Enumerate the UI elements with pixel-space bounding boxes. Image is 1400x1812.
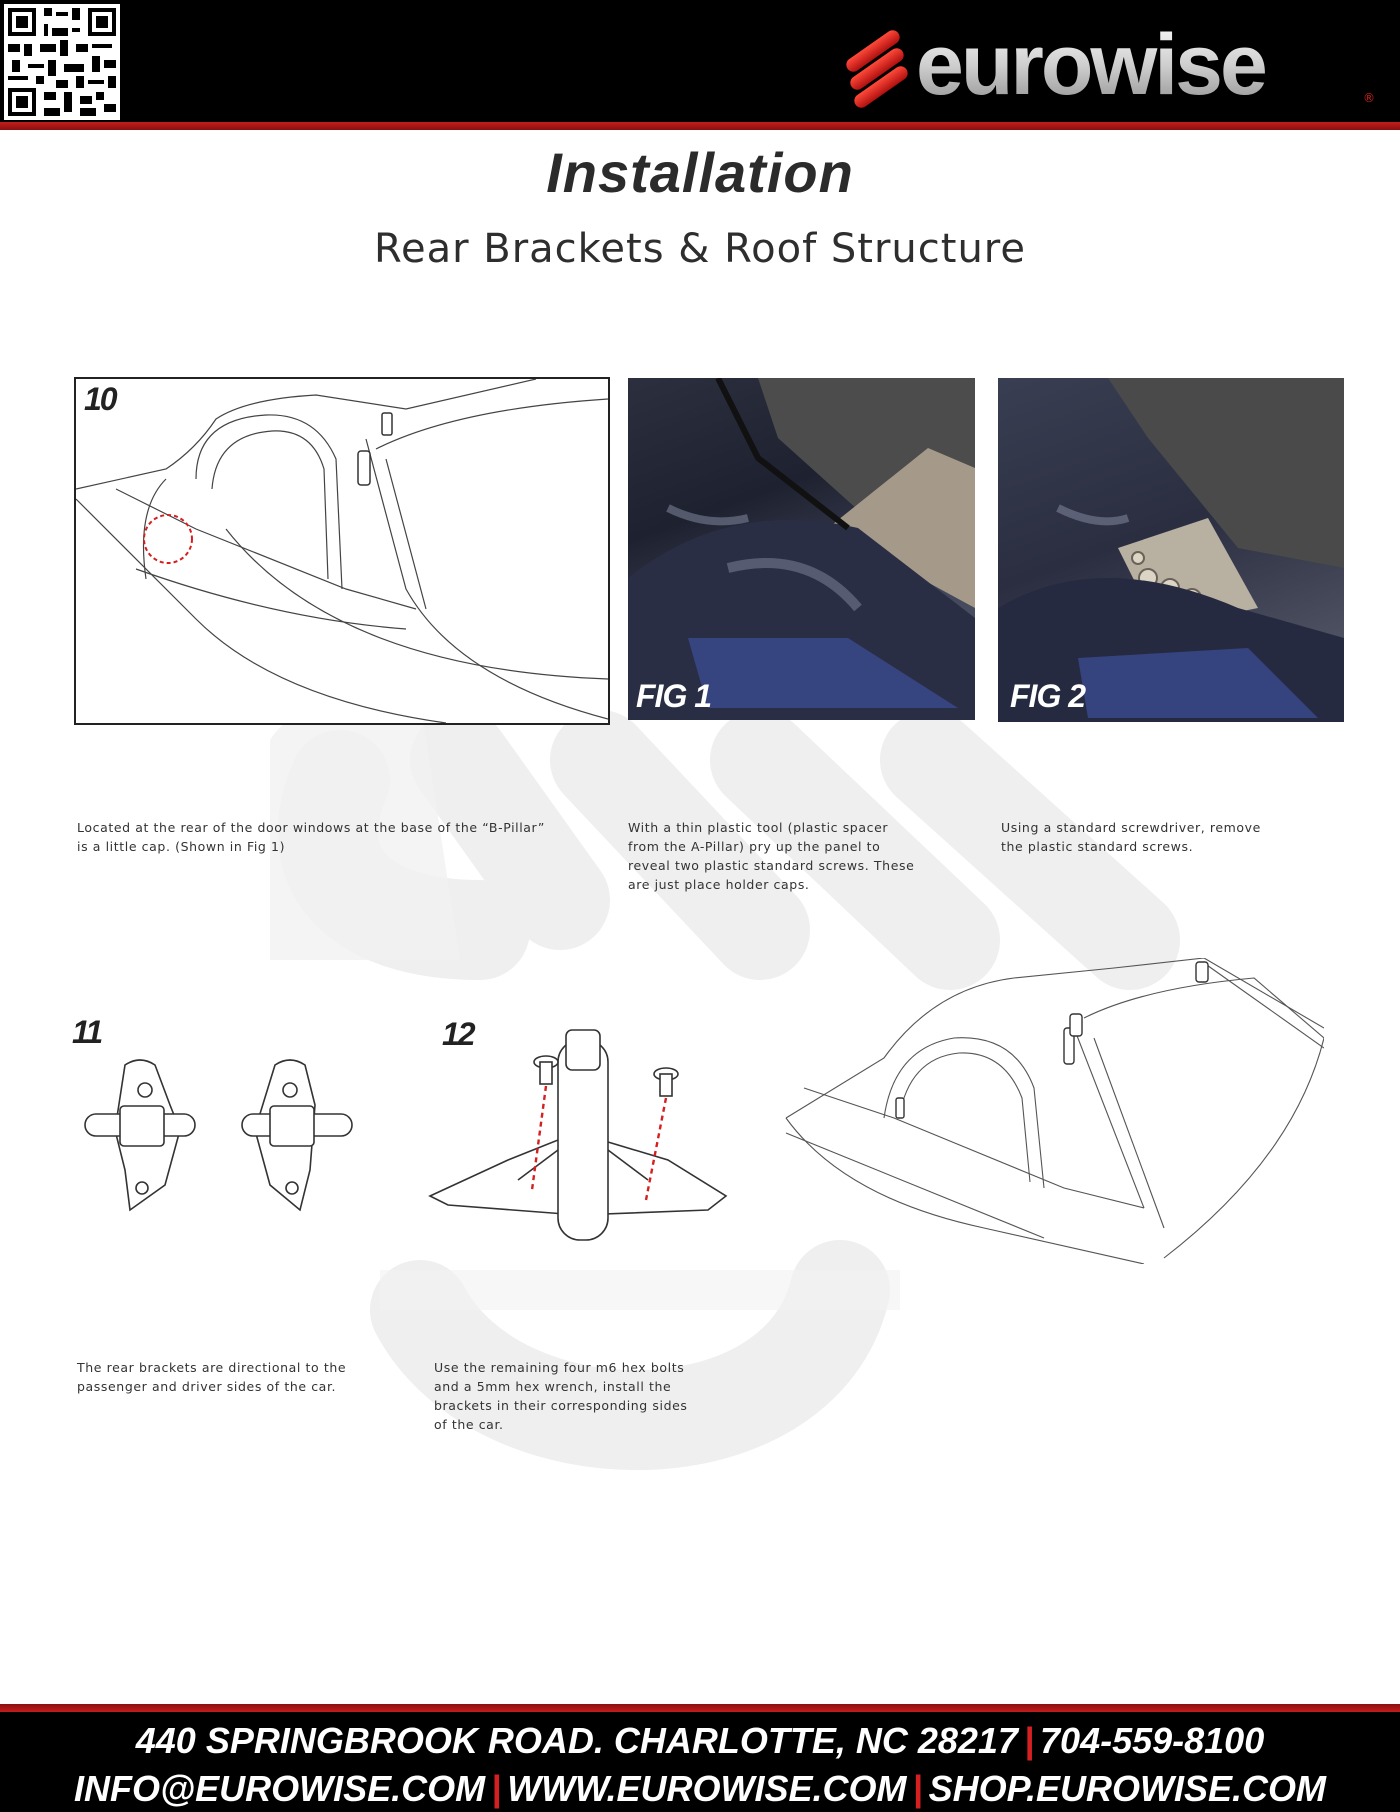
- fig-1-label: FIG 1: [636, 678, 712, 714]
- footer-bar: [0, 1704, 1400, 1812]
- footer-phone[interactable]: 704-559-8100: [1040, 1720, 1265, 1761]
- car-door-screws-photo: [998, 378, 1344, 722]
- fig-2-label: FIG 2: [1010, 678, 1086, 714]
- footer-contact-line-1: 440 SPRINGBROOK ROAD. CHARLOTTE, NC 2821…: [0, 1720, 1400, 1762]
- eurowise-swirl-icon: eurowise ®: [846, 17, 1375, 113]
- footer-address: 440 SPRINGBROOK ROAD. CHARLOTTE, NC 2821…: [135, 1720, 1018, 1761]
- footer-contact-line-2: INFO@EUROWISE.COM|WWW.EUROWISE.COM|SHOP.…: [0, 1768, 1400, 1810]
- fig-1-photo: FIG 1: [628, 378, 975, 720]
- caption-step-11: The rear brackets are directional to the…: [77, 1360, 347, 1394]
- step-12-number: 12: [442, 1016, 476, 1052]
- step-12-illustration: 12: [428, 1010, 728, 1260]
- convertible-roof-assembled-drawing: [785, 958, 1324, 1264]
- eurowise-logo: eurowise ®: [836, 16, 1386, 113]
- header-bar: [0, 0, 1400, 122]
- footer-separator: |: [1023, 1720, 1035, 1761]
- car-door-photo: [628, 378, 975, 720]
- footer-separator: |: [912, 1768, 923, 1809]
- highlight-circle: [143, 514, 193, 564]
- step-11-illustration: 11: [70, 1010, 370, 1240]
- page-subtitle: Rear Brackets & Roof Structure: [374, 226, 1026, 272]
- svg-text:®: ®: [1363, 91, 1375, 105]
- footer-website[interactable]: WWW.EUROWISE.COM: [507, 1768, 907, 1809]
- fig-2-photo: FIG 2: [998, 378, 1344, 722]
- step-10-illustration: 10: [74, 377, 610, 725]
- step-10-number: 10: [84, 381, 118, 417]
- caption-fig-2: Using a standard screwdriver, remove the…: [1001, 820, 1261, 854]
- footer-shop[interactable]: SHOP.EUROWISE.COM: [928, 1768, 1326, 1809]
- caption-step-10: Located at the rear of the door windows …: [77, 820, 545, 854]
- step-11-number: 11: [72, 1014, 103, 1050]
- page-title: Installation: [546, 141, 854, 204]
- footer-stripe: [0, 1704, 1400, 1712]
- rear-brackets-drawing: [84, 1059, 353, 1212]
- svg-text:eurowise: eurowise: [916, 17, 1265, 108]
- footer-email[interactable]: INFO@EUROWISE.COM: [74, 1768, 486, 1809]
- footer-separator: |: [491, 1768, 502, 1809]
- caption-step-12: Use the remaining four m6 hex bolts and …: [434, 1360, 688, 1432]
- assembled-roof-illustration: [784, 958, 1324, 1264]
- caption-fig-1: With a thin plastic tool (plastic spacer…: [628, 820, 915, 892]
- header-stripe: [0, 122, 1400, 130]
- convertible-roof-drawing: [76, 379, 608, 723]
- qr-code-icon: [4, 4, 120, 120]
- bracket-bolts-drawing: [428, 1029, 728, 1241]
